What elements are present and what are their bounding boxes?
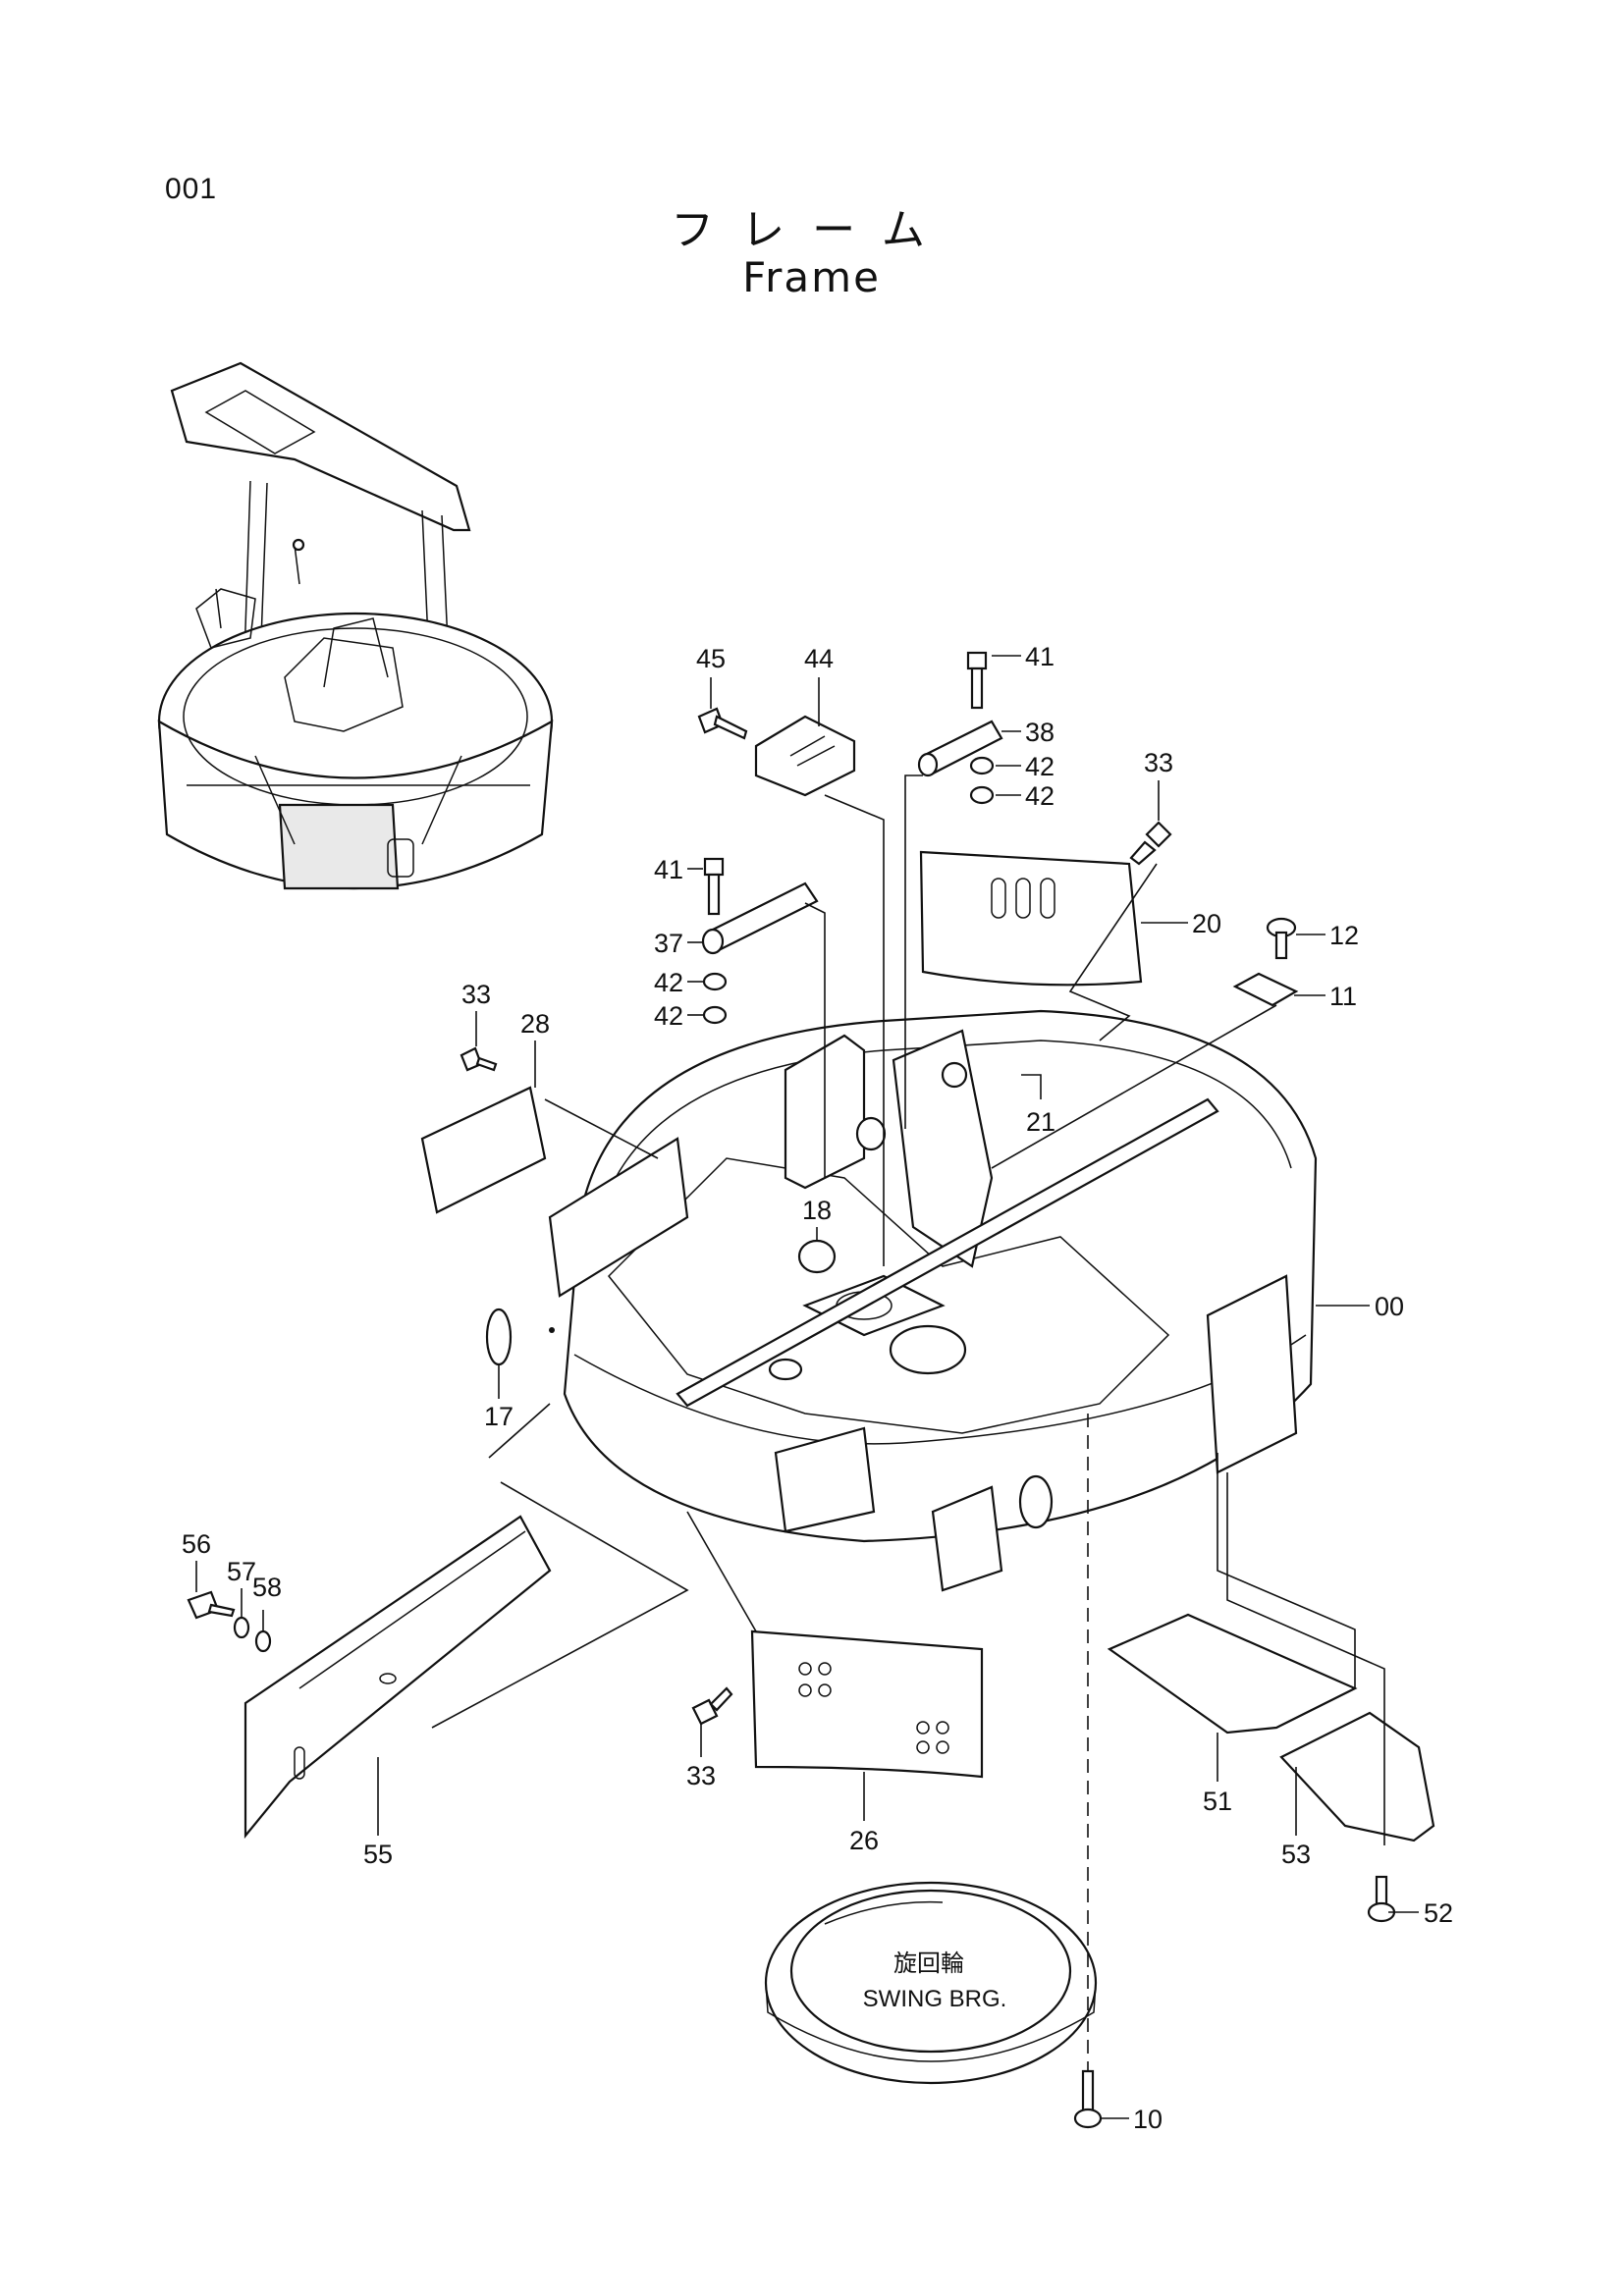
callout-57: 57 — [227, 1557, 256, 1586]
callout-33-bottom: 33 — [686, 1761, 716, 1790]
callout-53: 53 — [1281, 1840, 1311, 1869]
callout-41-left: 41 — [654, 855, 683, 884]
small-parts — [187, 651, 1435, 2129]
callout-11: 11 — [1329, 982, 1357, 1011]
callout-21: 21 — [1026, 1107, 1055, 1137]
callout-56: 56 — [182, 1529, 211, 1559]
page-number: 001 — [165, 173, 218, 205]
callouts: 45 44 41 38 42 42 33 20 12 11 41 37 42 4… — [182, 642, 1453, 2134]
callout-33-left: 33 — [461, 980, 491, 1009]
callout-33-top: 33 — [1144, 748, 1173, 777]
callout-37: 37 — [654, 929, 683, 958]
callout-20: 20 — [1192, 909, 1221, 938]
callout-42-top-b: 42 — [1025, 781, 1055, 811]
leader-lines — [195, 655, 1419, 2119]
bearing-label-english: SWING BRG. — [863, 1986, 1007, 2012]
main-frame — [485, 1009, 1318, 1592]
bearing-label-japanese: 旋回輪 — [893, 1950, 964, 1977]
callout-44: 44 — [804, 644, 834, 673]
title-english: Frame — [742, 253, 881, 301]
swing-bearing — [764, 1881, 1098, 2085]
callout-38: 38 — [1025, 718, 1055, 747]
callout-52: 52 — [1424, 1898, 1453, 1928]
callout-58: 58 — [252, 1573, 282, 1602]
callout-17: 17 — [484, 1402, 514, 1431]
callout-45: 45 — [696, 644, 726, 673]
callout-12: 12 — [1329, 921, 1359, 950]
callout-42-left-b: 42 — [654, 1001, 683, 1031]
callout-41-top: 41 — [1025, 642, 1055, 671]
callout-42-top-a: 42 — [1025, 752, 1055, 781]
callout-42-left-a: 42 — [654, 968, 683, 997]
callout-51: 51 — [1203, 1787, 1232, 1816]
callout-10: 10 — [1133, 2105, 1163, 2134]
callout-18: 18 — [802, 1196, 832, 1225]
callout-28: 28 — [520, 1009, 550, 1039]
callout-55: 55 — [363, 1840, 393, 1869]
callout-00: 00 — [1375, 1292, 1404, 1321]
title-japanese: フレーム — [671, 205, 952, 255]
overview-machine-illustration — [157, 361, 554, 890]
callout-26: 26 — [849, 1826, 879, 1855]
